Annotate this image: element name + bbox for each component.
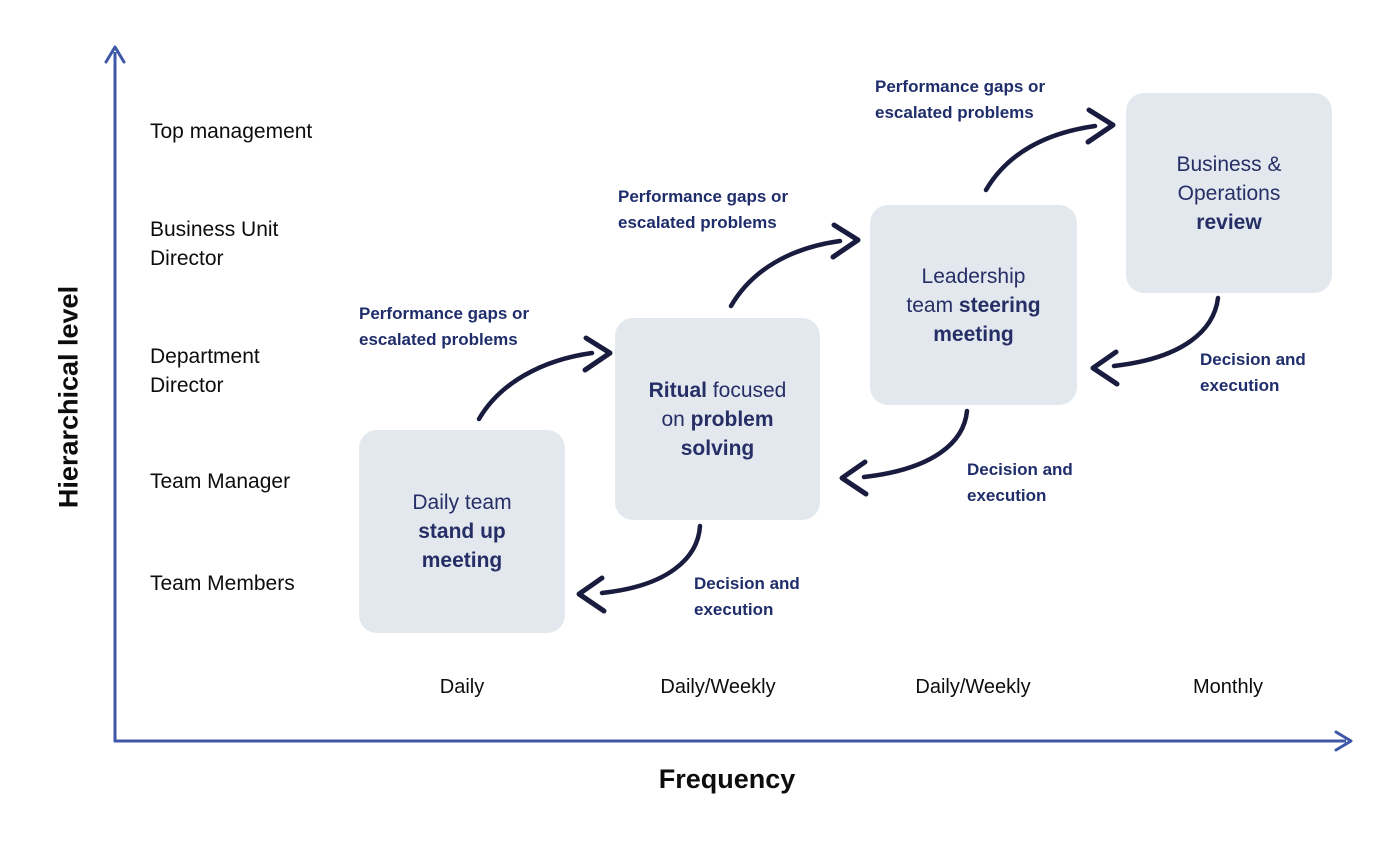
decision-arrow-1-head-icon [576, 575, 607, 614]
x-tick-daily-weekly-1: Daily/Weekly [660, 676, 776, 698]
escalation-arrow-2 [728, 238, 843, 309]
x-tick-monthly: Monthly [1192, 676, 1264, 698]
decision-label-2: Decision and execution [967, 460, 1073, 505]
y-axis-arrowhead-icon [104, 45, 126, 64]
x-tick-daily-weekly-2: Daily/Weekly [915, 676, 1031, 698]
escalation-arrow-1-head-icon [582, 335, 613, 373]
y-axis-title: Hierarchical level [53, 285, 84, 509]
escalation-label-3: Performance gaps or escalated problems [875, 77, 1046, 122]
level-label-business-unit-director: Business Unit Director [150, 218, 279, 270]
level-label-top-management: Top management [150, 120, 313, 143]
level-label-team-manager: Team Manager [150, 470, 291, 493]
escalation-arrow-2-head-icon [830, 222, 861, 260]
level-label-department-director: Department Director [150, 345, 260, 397]
decision-arrow-3-head-icon [1090, 349, 1120, 387]
x-axis-title: Frequency [658, 764, 796, 794]
escalation-label-2: Performance gaps or escalated problems [618, 187, 789, 232]
escalation-arrow-3 [983, 123, 1098, 193]
decision-label-1: Decision and execution [694, 574, 800, 619]
escalation-arrow-1 [476, 350, 595, 422]
escalation-arrow-3-head-icon [1085, 107, 1116, 145]
level-label-team-members: Team Members [150, 572, 295, 595]
decision-label-3: Decision and execution [1200, 350, 1306, 395]
decision-arrow-2-head-icon [839, 459, 869, 497]
decision-arrow-2 [861, 408, 970, 480]
decision-arrow-1 [599, 523, 703, 596]
escalation-label-1: Performance gaps or escalated problems [359, 304, 530, 349]
x-axis-arrowhead-icon [1334, 730, 1353, 752]
x-tick-daily: Daily [439, 676, 485, 698]
